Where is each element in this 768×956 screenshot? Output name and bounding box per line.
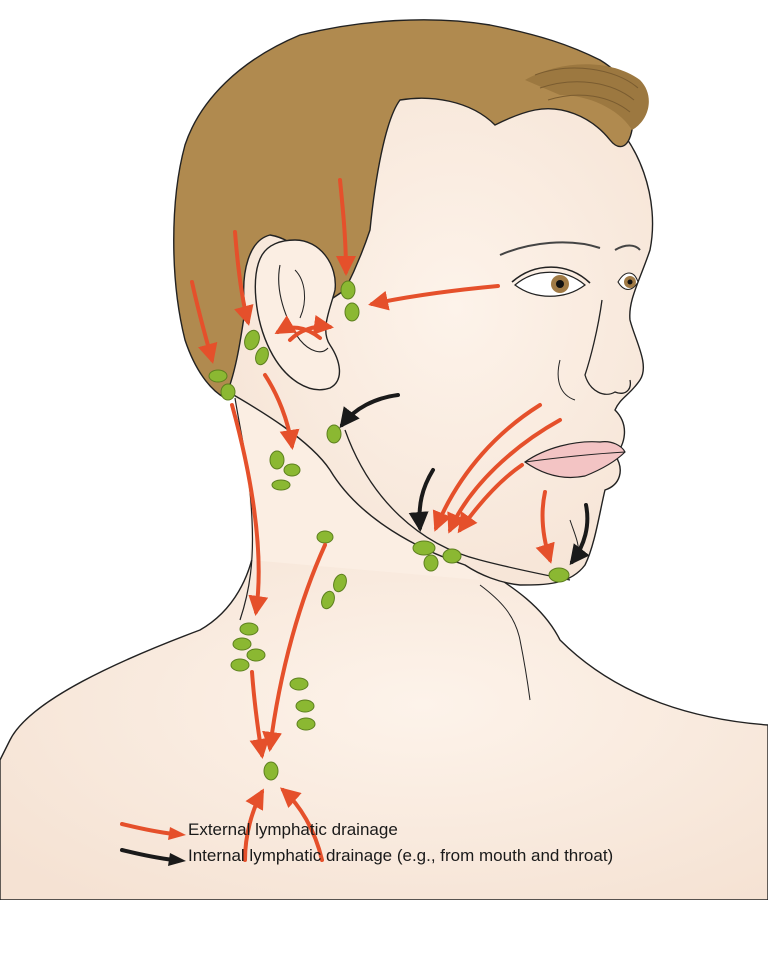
lymph-node — [272, 480, 290, 490]
lymph-node — [284, 464, 300, 476]
lymph-node — [240, 623, 258, 635]
legend-internal-label: Internal lymphatic drainage (e.g., from … — [188, 846, 613, 866]
lymph-node — [345, 303, 359, 321]
lymph-node — [231, 659, 249, 671]
lymph-node — [290, 678, 308, 690]
lymph-node — [317, 531, 333, 543]
lymph-node — [443, 549, 461, 563]
legend-external-label: External lymphatic drainage — [188, 820, 398, 840]
lymph-node — [296, 700, 314, 712]
legend-external: External lymphatic drainage — [118, 818, 398, 842]
lymph-node — [264, 762, 278, 780]
lymph-node — [424, 555, 438, 571]
lymph-node — [221, 384, 235, 400]
external-drainage-arrow-icon — [118, 818, 188, 842]
lymph-node — [247, 649, 265, 661]
lymph-node — [341, 281, 355, 299]
lymph-node — [413, 541, 435, 555]
lymph-node — [549, 568, 569, 582]
lymph-node — [209, 370, 227, 382]
internal-drainage-arrow-icon — [118, 844, 188, 868]
lymph-node — [327, 425, 341, 443]
lymph-node — [233, 638, 251, 650]
lymph-node — [270, 451, 284, 469]
legend-internal: Internal lymphatic drainage (e.g., from … — [118, 844, 613, 868]
lymph-node — [297, 718, 315, 730]
head-neck-lymphatic-diagram — [0, 0, 768, 900]
